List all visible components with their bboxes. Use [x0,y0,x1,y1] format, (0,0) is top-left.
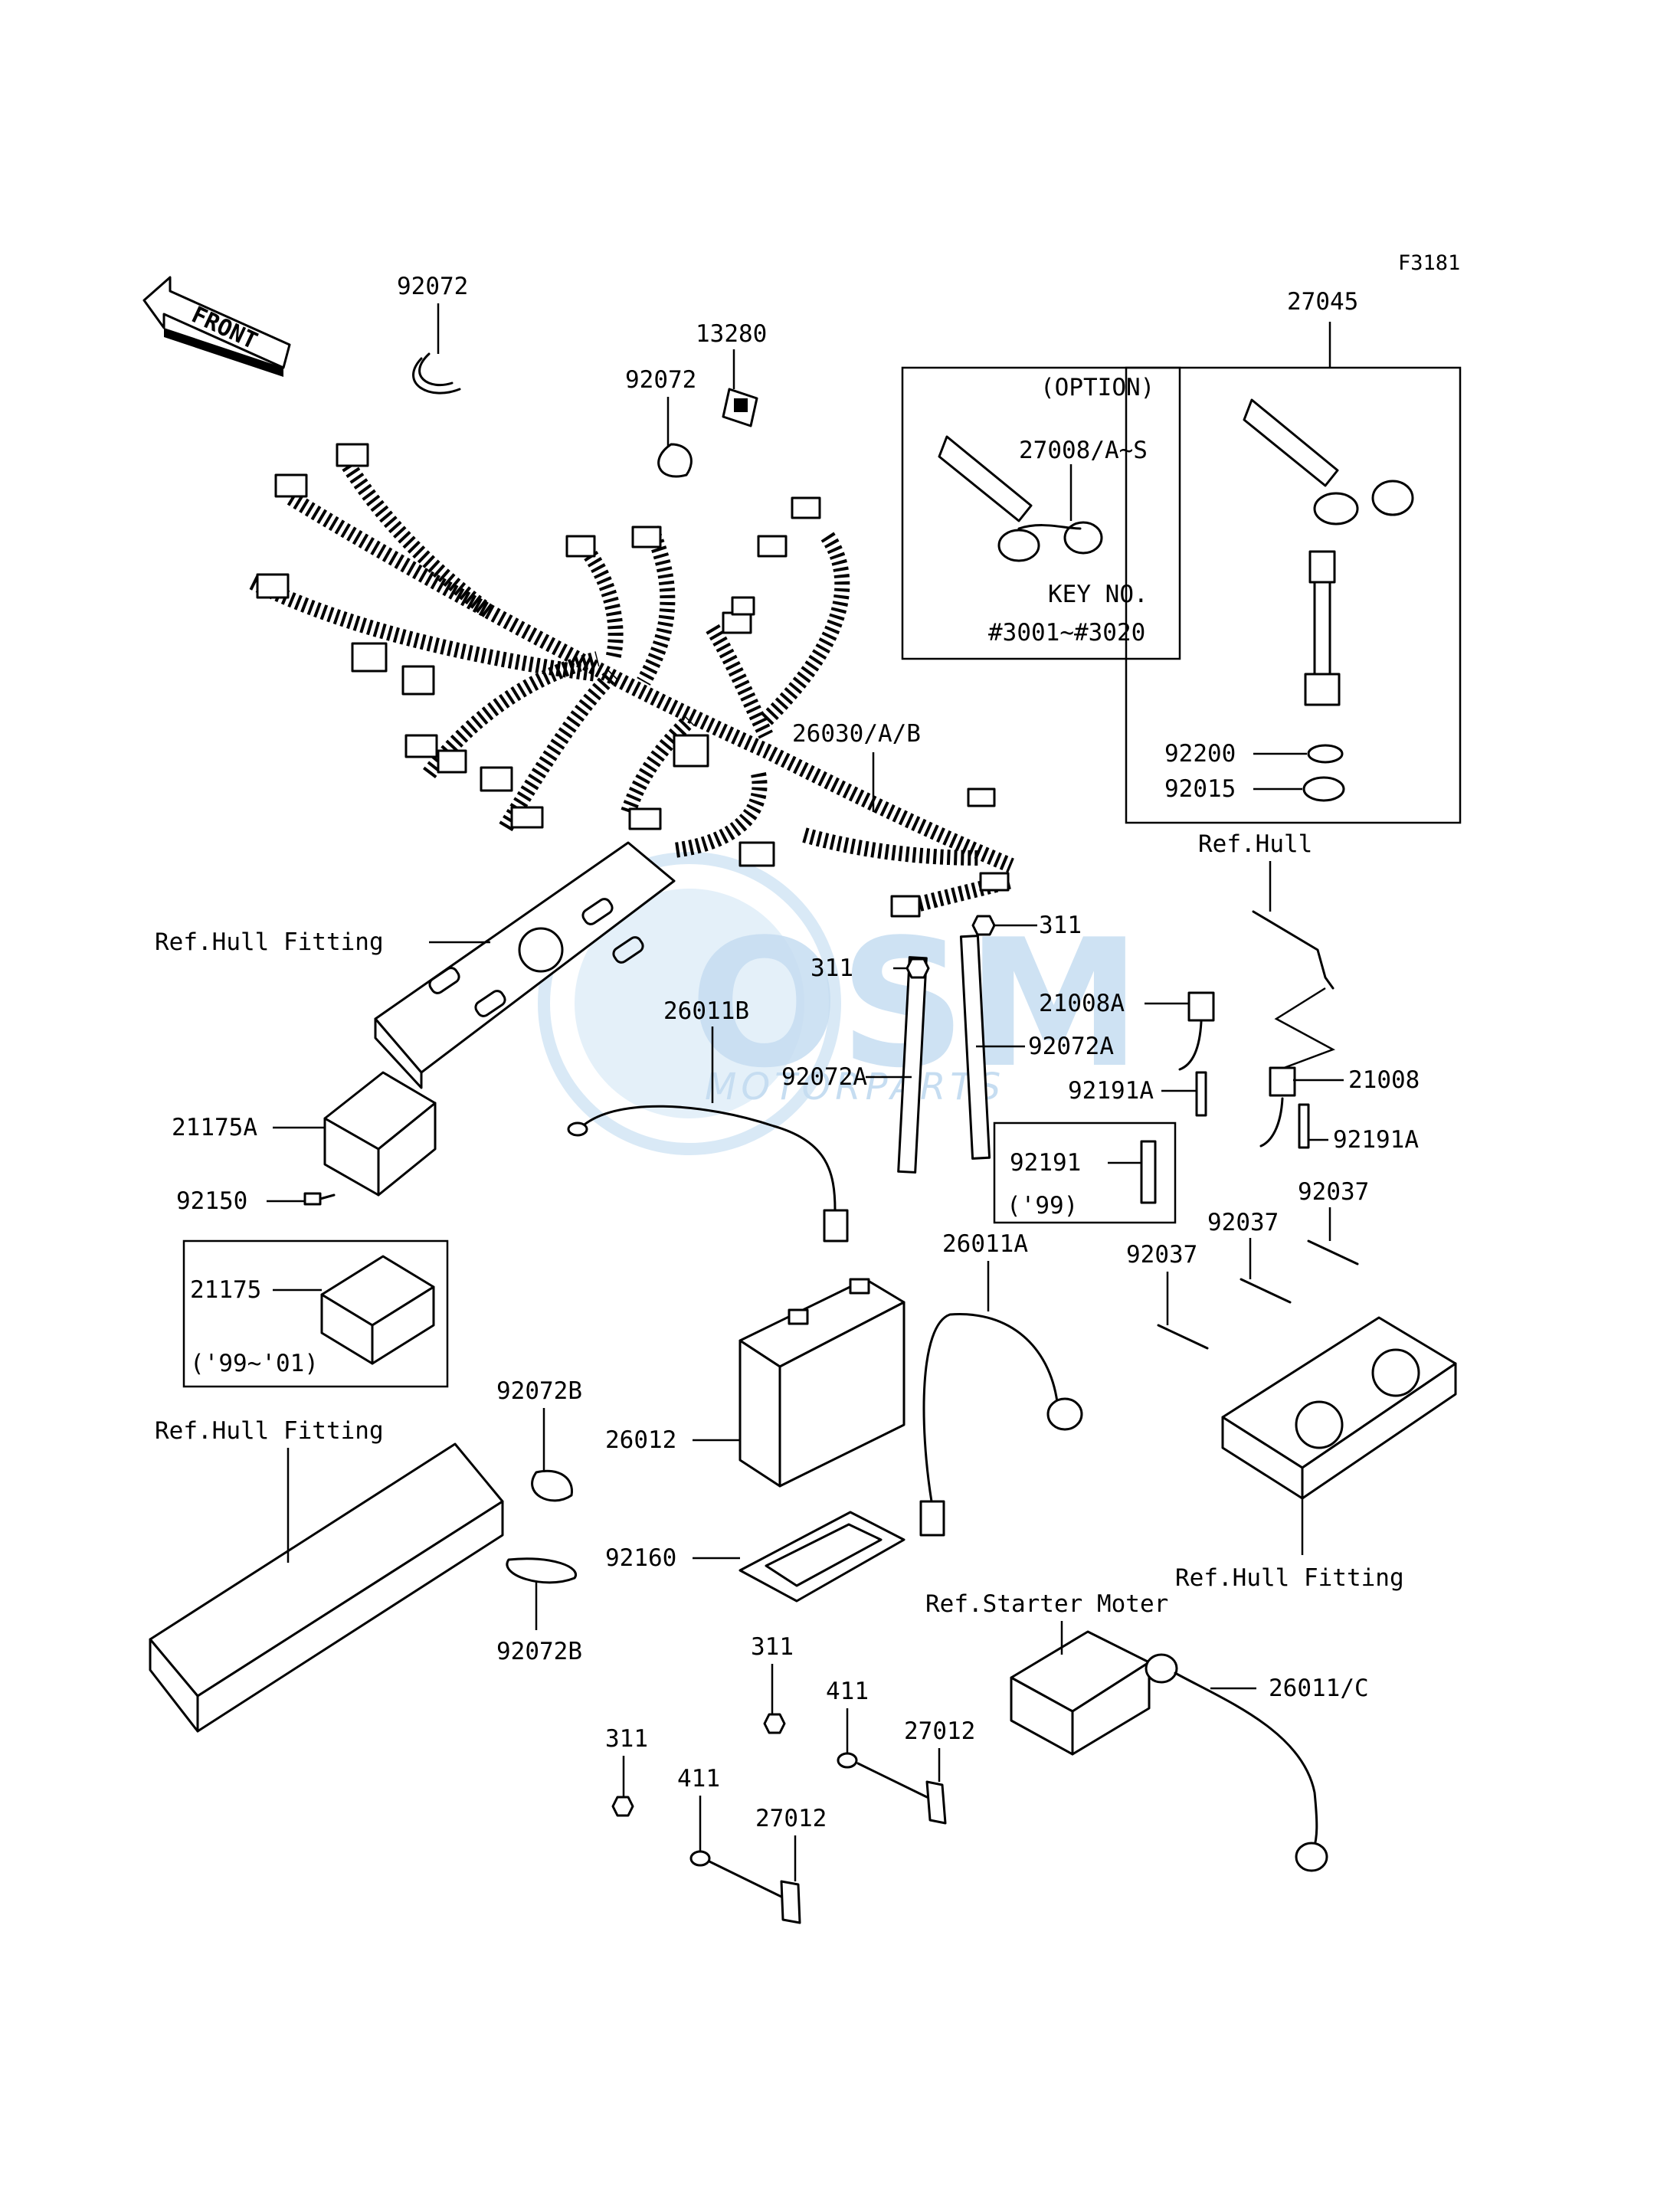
label-21175a: 21175A [172,1114,257,1141]
label-92191a-1: 92191A [1068,1077,1154,1105]
label-27045: 27045 [1287,288,1358,316]
tie-92037-2-icon [1240,1278,1292,1304]
label-92200: 92200 [1164,740,1236,768]
option-box [901,366,1181,660]
label-92072a-1: 92072A [1028,1033,1114,1060]
label-92072a-2: 92072A [781,1063,867,1091]
hull-fitting-panel-2 [149,1442,504,1733]
nut-311-b-icon [971,915,996,936]
nut-92015-icon [1302,776,1345,802]
label-ref-hull-fitting-3: Ref.Hull Fitting [1175,1564,1404,1592]
label-92160: 92160 [605,1544,676,1572]
label-ref-hull-fitting-2: Ref.Hull Fitting [155,1417,384,1445]
label-26011b: 26011B [663,997,749,1025]
label-26012: 26012 [605,1426,676,1454]
label-21175: 21175 [190,1276,261,1304]
label-92072-a: 92072 [397,273,468,300]
label-21008: 21008 [1348,1066,1420,1094]
label-311-a: 311 [1039,912,1082,939]
fuse-92191-icon [1140,1140,1157,1204]
nut-311-d-icon [611,1796,634,1817]
label-26011a: 26011A [942,1230,1028,1258]
tie-band-92072b-2-icon [506,1557,577,1584]
label-92015: 92015 [1164,775,1236,803]
fuse-92191a-1-icon [1195,1071,1207,1117]
cdi-unit-21175a-icon [323,1071,437,1197]
fuse-92191a-2-icon [1298,1103,1310,1149]
tie-92037-3-icon [1307,1239,1359,1265]
washer-411-b-icon [689,1850,711,1867]
label-92191: 92191 [1010,1149,1081,1177]
relay-21008a-icon [1178,991,1215,1071]
label-311-d: 311 [605,1725,648,1753]
leader-lines [267,303,1344,1881]
cdi-unit-21175-icon [320,1255,435,1365]
label-311-c: 311 [751,1633,794,1661]
front-arrow-icon: FRONT [142,276,291,377]
washer-92200-icon [1307,744,1344,764]
label-21008a: 21008A [1039,990,1125,1017]
battery-cable-26011a-icon [919,1313,1083,1537]
tie-band-92072-a-icon [412,352,461,395]
label-13280-icon [722,388,758,427]
strap-92072a-1-icon [897,956,928,1174]
tie-band-92072-b-icon [657,443,693,478]
nut-311-c-icon [763,1713,786,1734]
tie-92037-1-icon [1157,1324,1209,1350]
label-ref-starter: Ref.Starter Moter [925,1590,1168,1618]
label-92072-b: 92072 [625,366,696,394]
label-411-b: 411 [677,1765,720,1793]
label-92037-3: 92037 [1298,1178,1369,1206]
hull-fitting-panel-3 [1221,1316,1457,1500]
fuse-92191-box [993,1121,1177,1224]
bolt-92150-icon [303,1192,336,1206]
nut-311-a-icon [905,958,930,979]
tie-band-92072b-1-icon [531,1469,573,1502]
label-92072b-1: 92072B [496,1377,582,1405]
watermark-sub: MOTORPARTS [705,1066,1005,1108]
relay-link [1274,987,1336,1069]
label-92191a-2: 92191A [1333,1126,1419,1154]
part-labels: 92072 92072 13280 27045 (OPTION) 27008/A… [155,273,1420,1832]
label-27012-a: 27012 [904,1717,975,1745]
label-key-no: KEY NO. [1048,581,1148,608]
label-y99-01: ('99~'01) [190,1350,319,1377]
label-y99: ('99) [1007,1192,1078,1220]
battery-cable-26011b-icon [567,1105,849,1243]
figure-code: F3181 [1398,251,1460,275]
terminal-27012-b-icon [708,1860,801,1924]
label-26011c: 26011/C [1269,1675,1369,1702]
label-311-b: 311 [811,954,853,982]
terminal-27012-a-icon [856,1762,947,1825]
label-27008: 27008/A~S [1019,437,1148,464]
label-26030: 26030/A/B [792,720,921,748]
option-key-lanyard-icon [938,435,1103,562]
battery-tray-92160-icon [738,1511,905,1603]
wiring-harness [249,443,1014,918]
label-92150: 92150 [176,1187,247,1215]
label-ref-hull-fitting-1: Ref.Hull Fitting [155,928,384,956]
relay-21008-icon [1259,1066,1296,1148]
label-key-range: #3001~#3020 [988,619,1145,647]
label-92072b-2: 92072B [496,1638,582,1665]
starter-motor-icon [1010,1630,1151,1756]
washer-411-a-icon [837,1752,858,1769]
lanyard-assembly-box [1125,366,1462,824]
lanyard-switch-icon [1243,398,1414,706]
starter-cable-26011c-icon [1145,1653,1328,1872]
label-92037-1: 92037 [1126,1241,1197,1269]
label-option: (OPTION) [1040,374,1154,401]
label-411-a: 411 [826,1678,869,1705]
hull-fitting-panel-1 [374,841,676,1089]
hull-bracket-icon [1252,910,1335,990]
label-ref-hull: Ref.Hull [1198,830,1312,858]
label-13280: 13280 [696,320,767,348]
cdi-21175-box [182,1239,449,1388]
battery-26012-icon [738,1278,905,1488]
label-92037-2: 92037 [1207,1209,1279,1236]
label-27012-b: 27012 [755,1805,827,1832]
watermark-globe-inner [575,889,804,1118]
watermark-globe-icon [538,852,841,1155]
